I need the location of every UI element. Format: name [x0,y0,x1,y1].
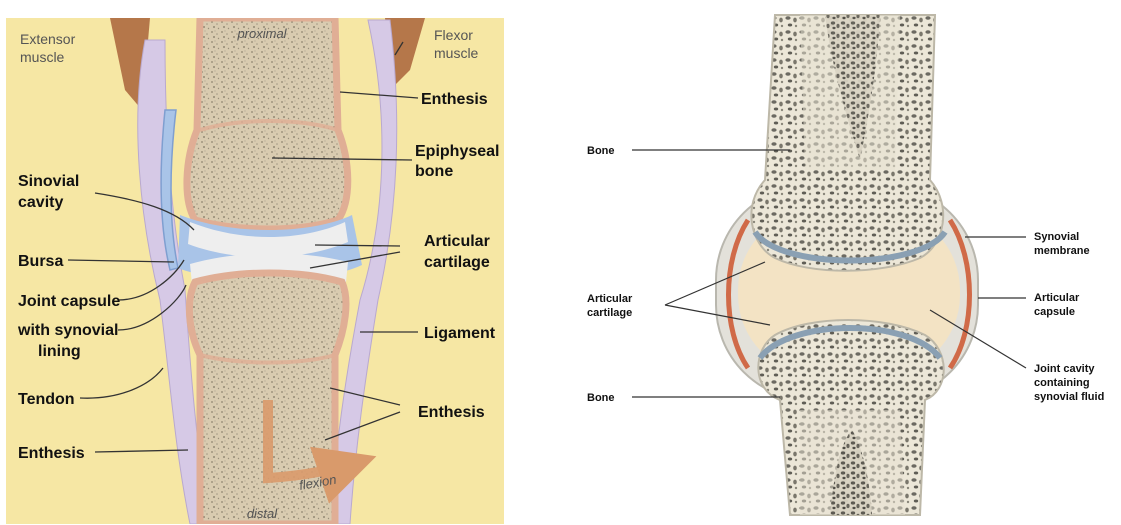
right-synovial-joint-diagram: Bone Bone Articular cartilage Synovial m… [587,15,1104,515]
bursa-label: Bursa [18,253,63,270]
joint-cavity-label: Joint cavity containing synovial fluid [1034,363,1104,403]
enthesis-left-label: Enthesis [18,445,85,462]
enthesis-top-label: Enthesis [421,91,488,108]
articular-capsule-label: Articular capsule [1034,292,1082,318]
synovial-membrane-label: Synovial membrane [1034,231,1090,257]
enthesis-right-label: Enthesis [418,404,485,421]
bone-top-label: Bone [587,145,615,157]
ligament-label: Ligament [424,325,496,342]
left-knee-diagram: proximal distal flexion Extensor muscle [6,18,504,524]
bone-bottom-label: Bone [587,392,615,404]
proximal-bone [187,18,348,229]
tendon-label: Tendon [18,391,75,408]
right-articular-cartilage-label: Articular cartilage [587,293,635,319]
distal-label: distal [247,506,278,521]
proximal-label: proximal [236,26,287,41]
